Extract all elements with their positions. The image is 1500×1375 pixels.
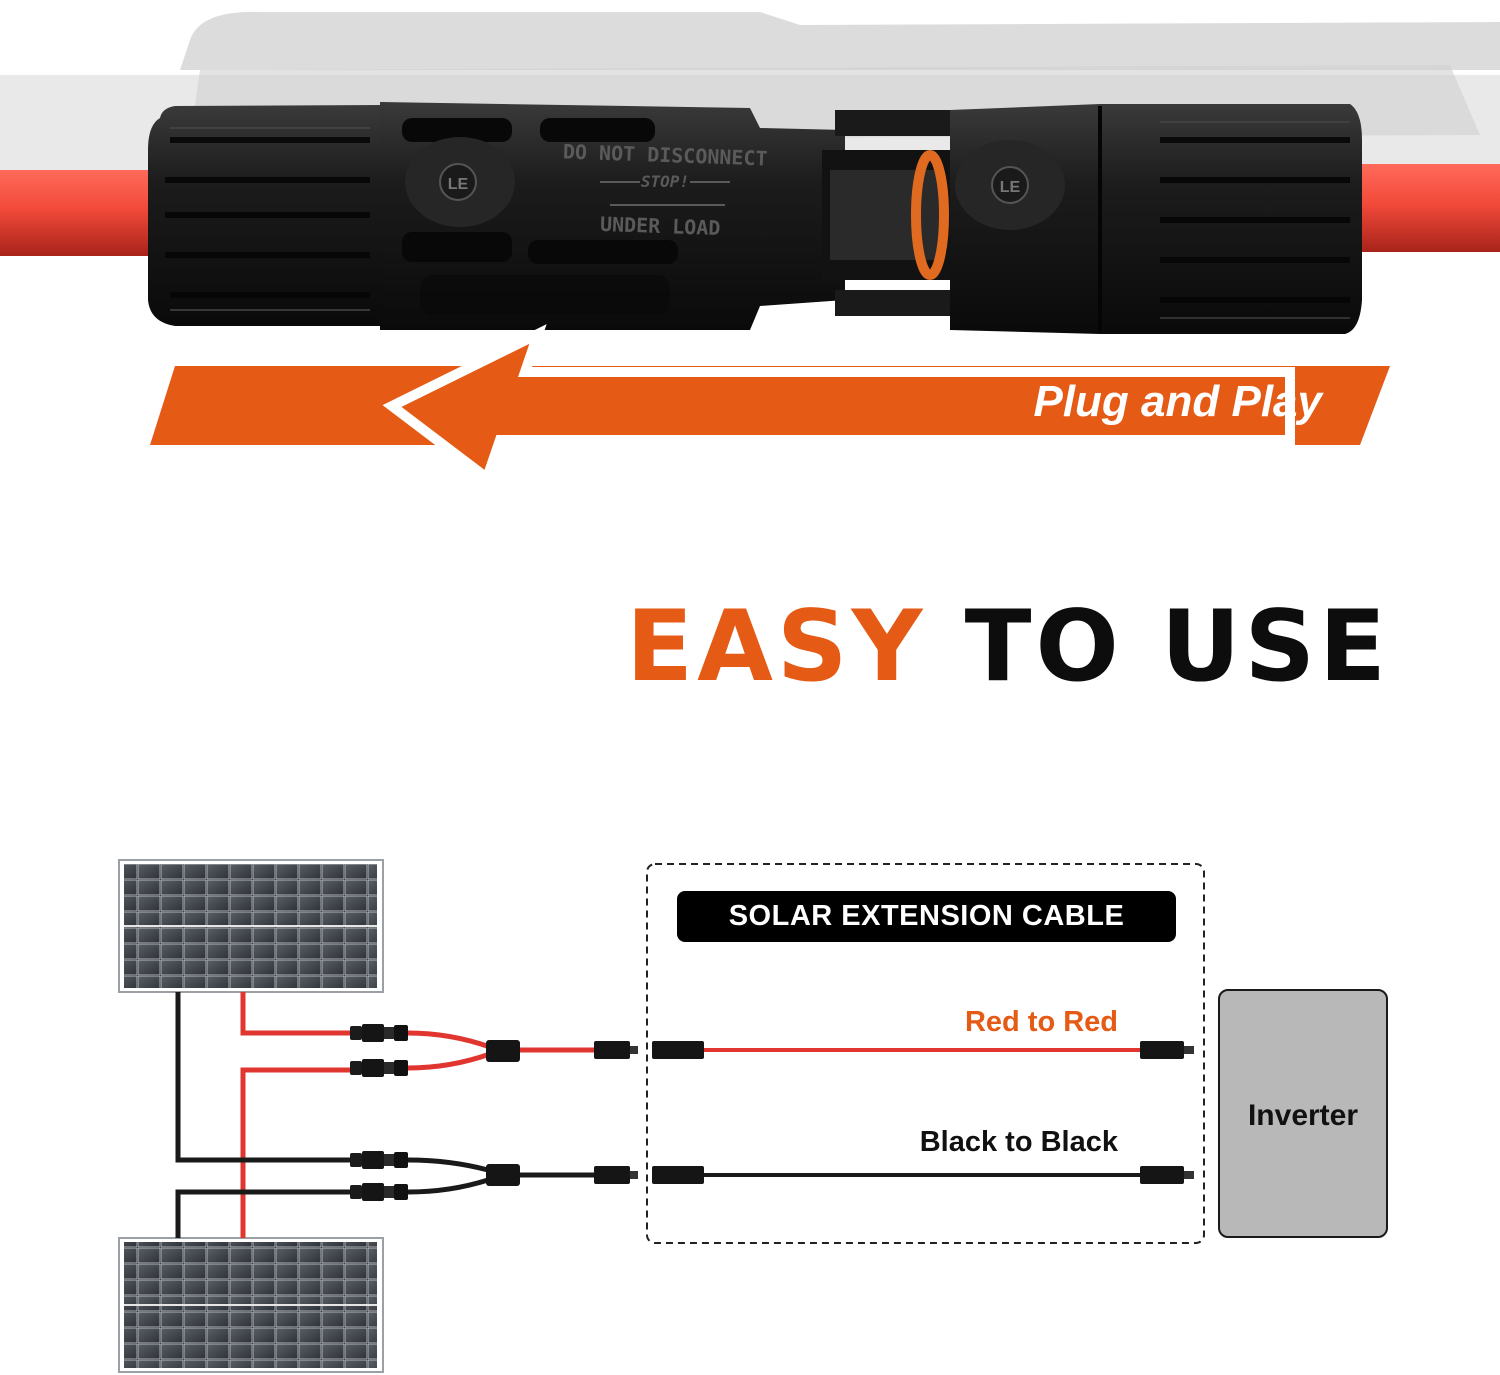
mc4-connector-photo: LE DO NOT DISCONNECT STOP! UNDER LOAD LE <box>148 102 1362 334</box>
connector-marking-middle: STOP! <box>641 172 689 191</box>
red-wire-panel-top <box>240 992 352 1036</box>
plug-and-play-label: Plug and Play <box>1033 377 1322 426</box>
arrow-left-icon <box>382 324 1295 487</box>
red-branch-connectors <box>350 1024 638 1077</box>
title-rest: TO USE <box>964 590 1390 704</box>
connector-marking-bottom: UNDER LOAD <box>600 212 721 240</box>
solar-extension-cable-tag: SOLAR EXTENSION CABLE <box>677 891 1176 942</box>
solar-panel-bottom <box>118 1237 384 1373</box>
inverter-label: Inverter <box>1247 1099 1359 1132</box>
page-title: EASY TO USE <box>0 598 1390 696</box>
svg-text:LE: LE <box>1000 179 1021 196</box>
red-to-red-label: Red to Red <box>964 1006 1118 1038</box>
red-wire-panel-bottom <box>240 1067 352 1238</box>
svg-text:LE: LE <box>448 176 469 193</box>
black-to-black-label: Black to Black <box>919 1126 1118 1158</box>
black-wire-panel-top <box>175 992 352 1163</box>
black-extension-cable <box>652 1166 1194 1184</box>
solar-panel-top <box>118 859 384 993</box>
inverter-box: Inverter <box>1218 989 1388 1238</box>
title-accent-word: EASY <box>626 590 927 704</box>
black-branch-connectors <box>350 1151 638 1201</box>
red-extension-cable <box>652 1041 1194 1059</box>
black-wire-panel-bottom <box>175 1189 352 1238</box>
extension-cable-box <box>646 863 1205 1244</box>
